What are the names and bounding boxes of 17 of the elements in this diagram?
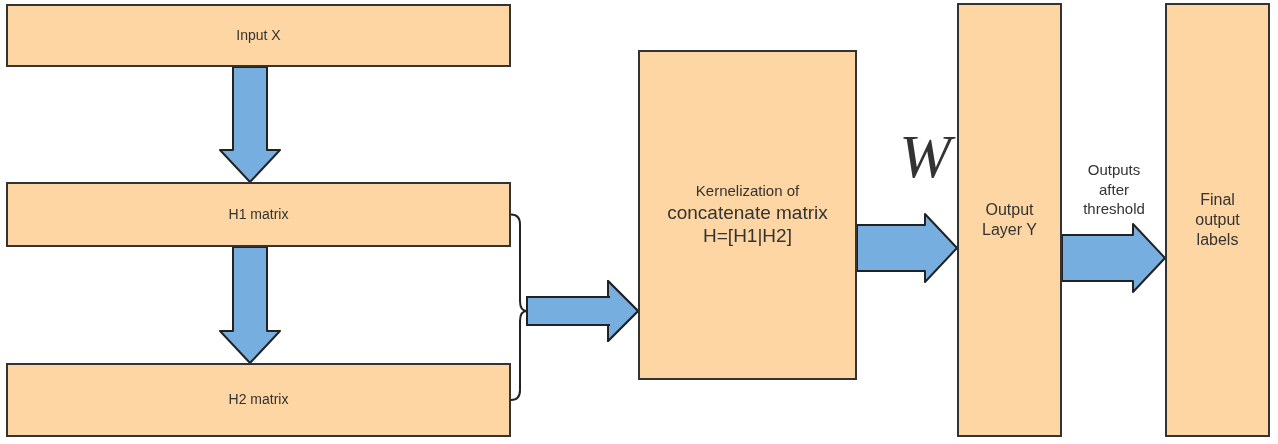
box-label: Kernelization of [695,181,800,201]
process-box [638,50,857,380]
process-box [957,3,1062,437]
box-label: Input X [236,26,281,45]
box-label: Final output labels [1194,190,1241,250]
box-label: Output Layer Y [981,200,1038,240]
process-box [1165,3,1270,437]
block-arrow [219,66,281,183]
process-box [6,4,511,67]
box-label: H2 matrix [228,391,289,409]
box-label: concatenate matrix H=[H1|H2] [666,200,829,249]
process-box [6,182,511,247]
block-arrow [1061,223,1166,293]
block-arrow [219,246,281,364]
box-label: H1 matrix [228,205,289,224]
process-box [6,363,511,437]
block-arrow [856,213,958,283]
